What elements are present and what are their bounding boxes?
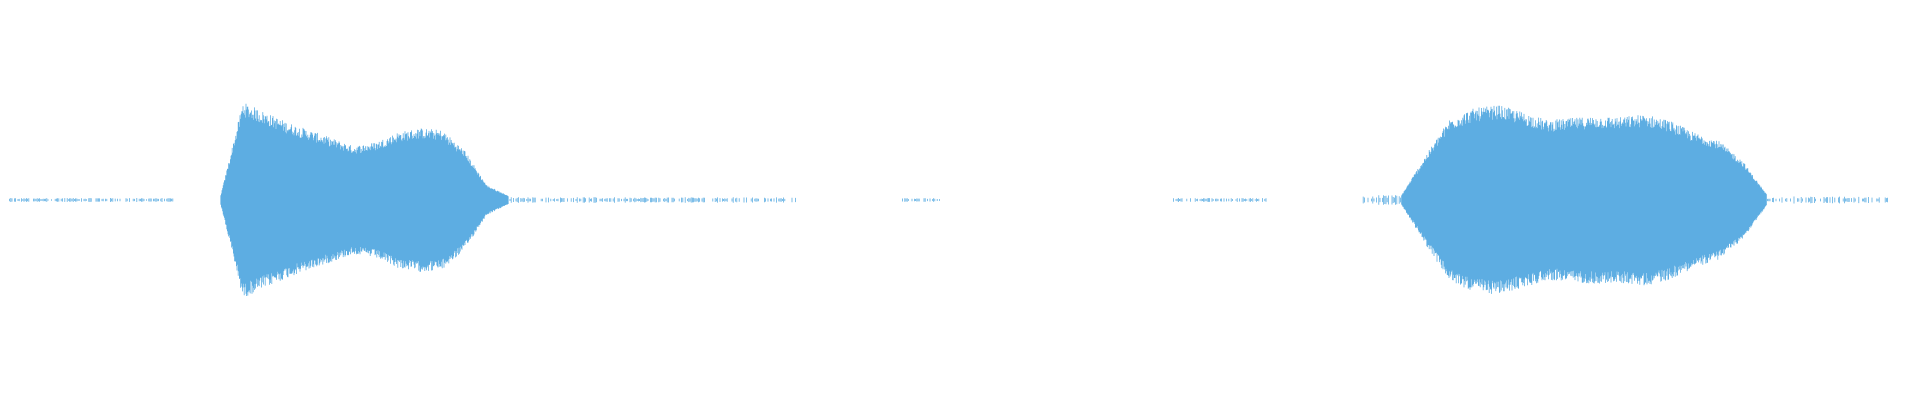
waveform-path <box>9 103 1888 296</box>
waveform-samples <box>9 103 1888 296</box>
